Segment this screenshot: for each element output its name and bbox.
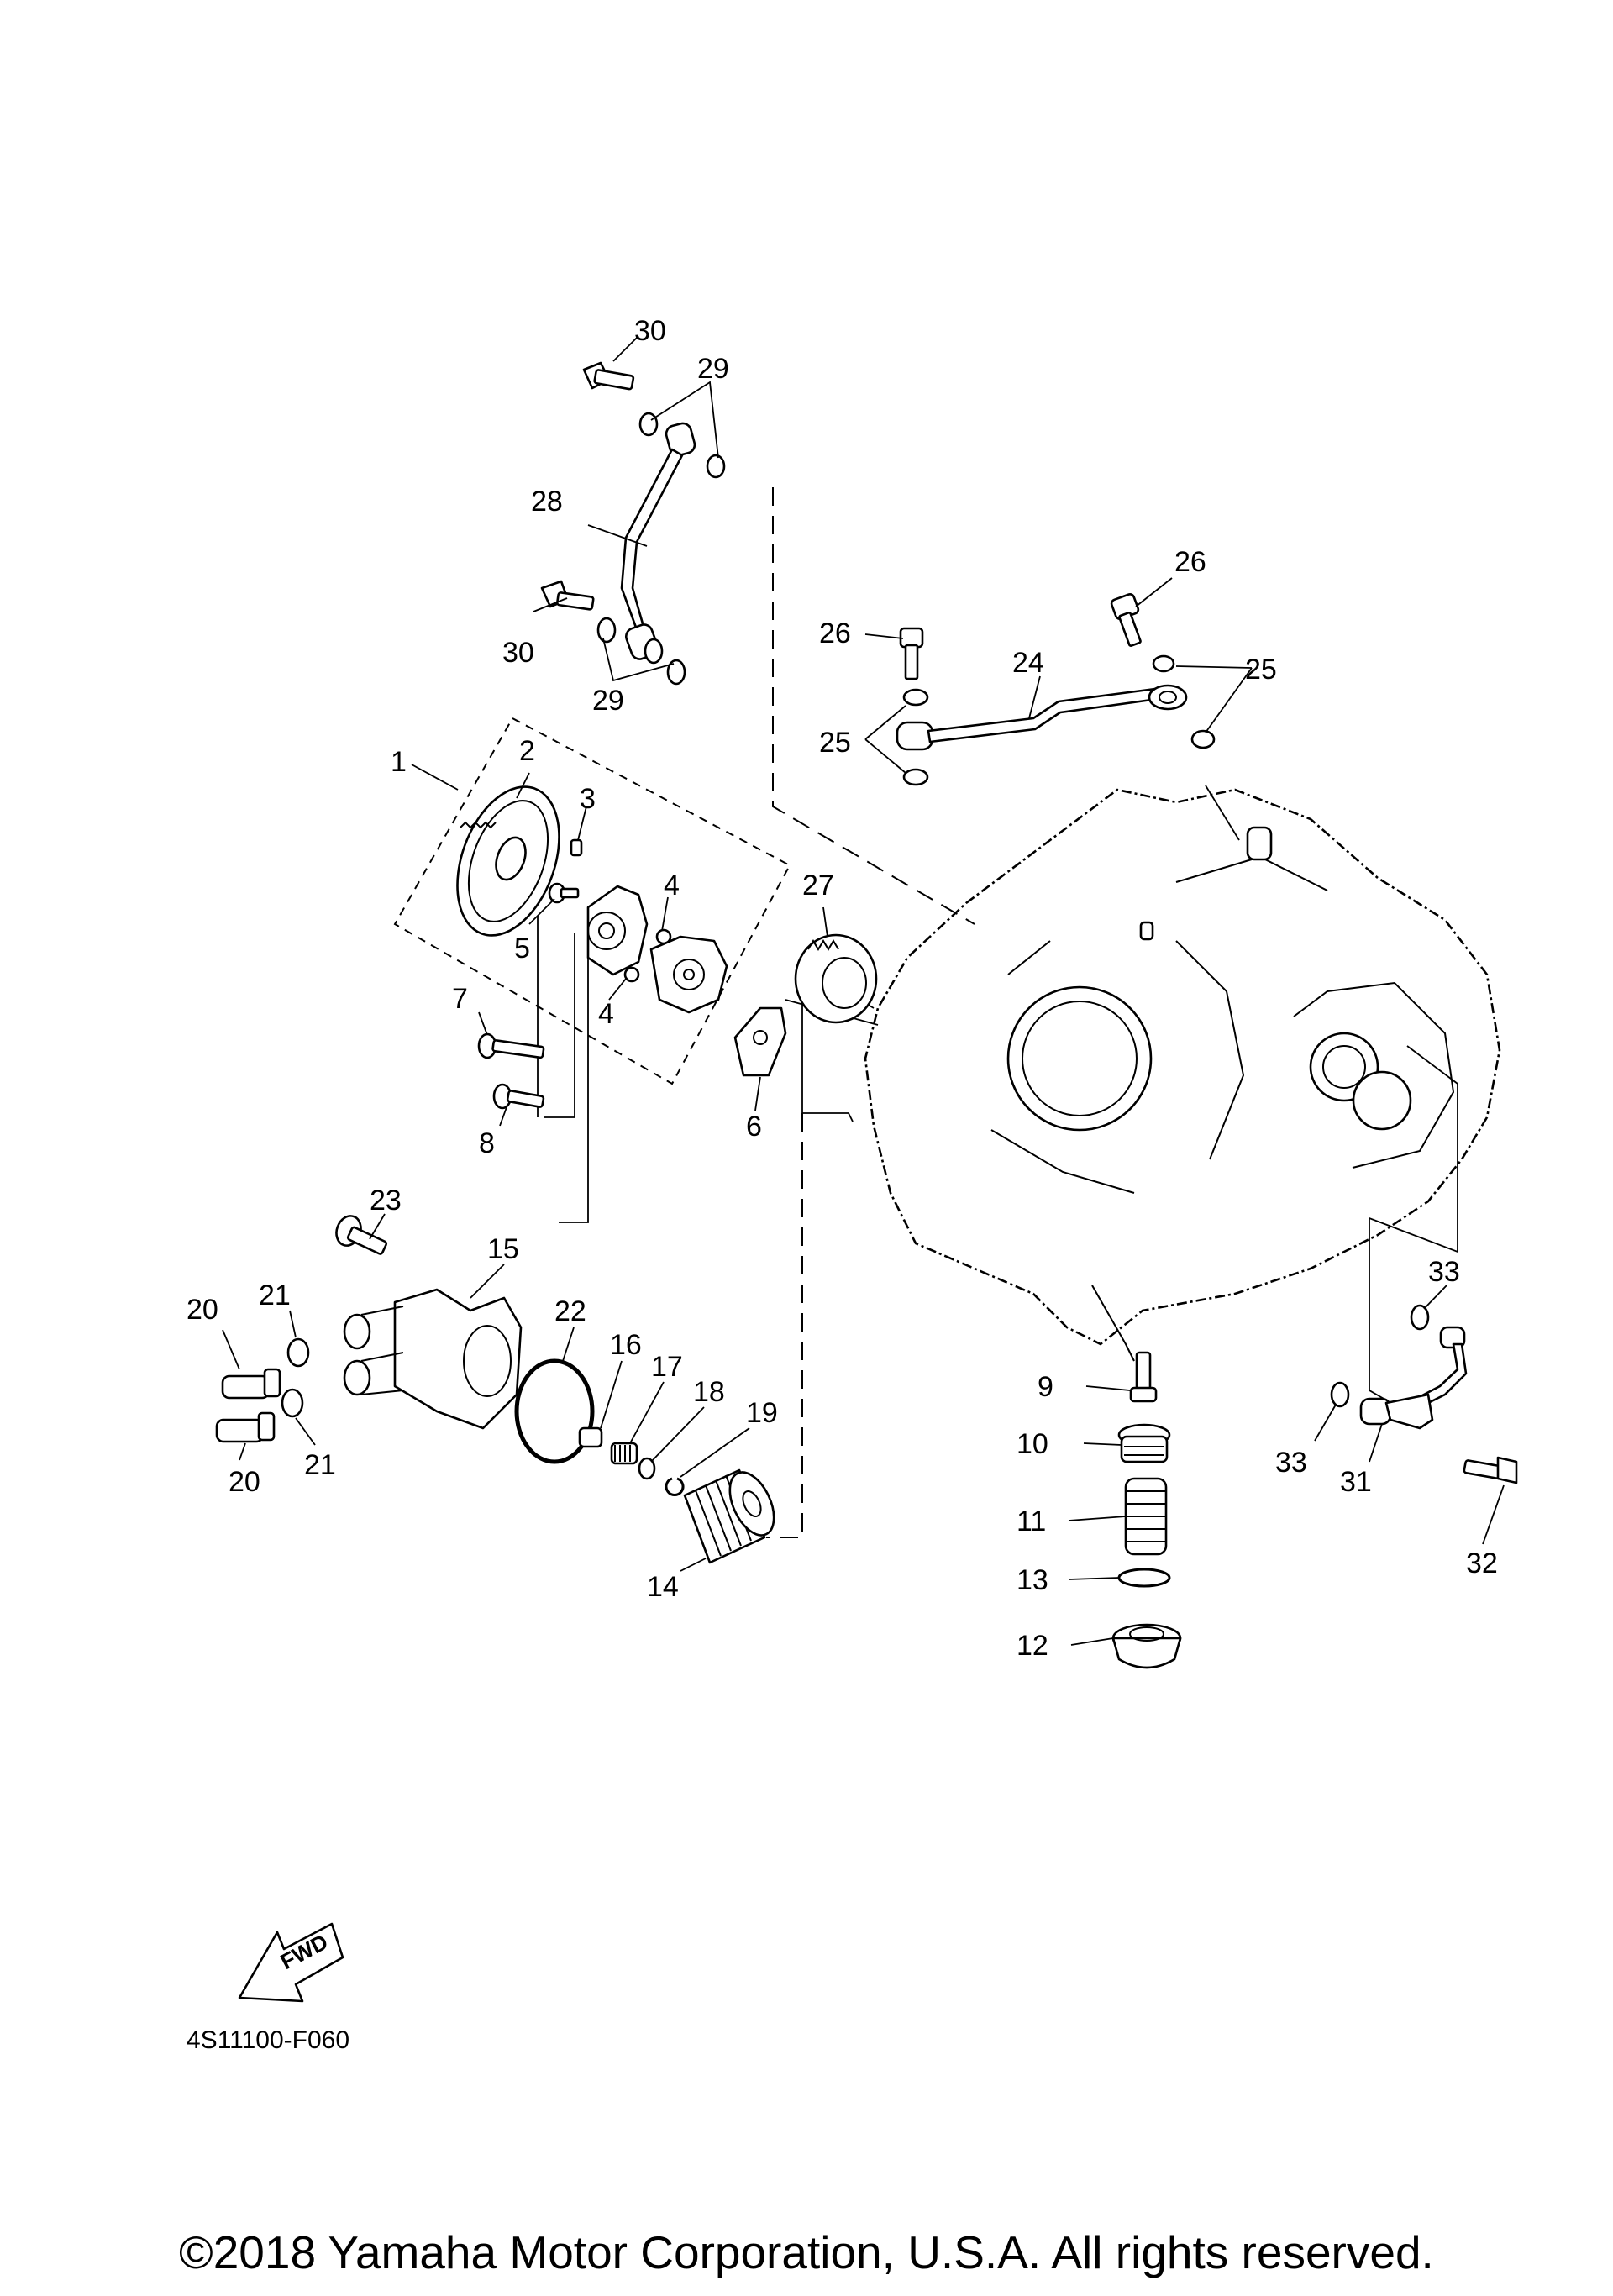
- part-20-hose-nipple-1: [221, 1368, 281, 1400]
- callout-15: 15: [487, 1233, 519, 1265]
- part-33-washer-2: [1330, 1381, 1350, 1408]
- part-25-washer-4: [1190, 729, 1216, 749]
- part-15-filter-housing: [343, 1288, 523, 1430]
- part-29-washer-4: [666, 659, 686, 686]
- part-18-washer: [638, 1457, 656, 1480]
- part-32-bolt: [1463, 1456, 1518, 1484]
- callout-14: 14: [647, 1571, 679, 1603]
- callout-28: 28: [531, 486, 563, 518]
- callout-3: 3: [580, 783, 596, 815]
- callout-29-lower: 29: [592, 685, 624, 717]
- part-20-hose-nipple-2: [215, 1411, 276, 1443]
- callout-7: 7: [452, 983, 468, 1015]
- assembly-guide-lines: [537, 487, 1458, 1538]
- callout-5: 5: [514, 933, 530, 964]
- part-31-oil-pipe: [1359, 1326, 1468, 1430]
- callout-26-right: 26: [1174, 546, 1206, 578]
- part-23-bolt: [335, 1215, 388, 1255]
- part-33-washer-1: [1410, 1304, 1430, 1331]
- part-30-bolt-top: [582, 361, 635, 391]
- oil-pump-housing: [586, 885, 649, 976]
- callout-20-lower: 20: [229, 1466, 260, 1498]
- callout-25-left: 25: [819, 727, 851, 759]
- callout-1: 1: [391, 746, 407, 778]
- callout-21-upper: 21: [259, 1279, 291, 1311]
- part-30-bolt-lower: [540, 580, 595, 611]
- part-26-bolt-right: [1110, 593, 1142, 647]
- callout-labels: 30 29 28 30 29 26 26 24 25 25 1 2 3 4 5 …: [187, 315, 1498, 1662]
- part-19-circlip: [665, 1477, 685, 1497]
- callout-30-lower: 30: [502, 637, 534, 669]
- callout-16: 16: [610, 1329, 642, 1361]
- callout-29-top: 29: [697, 353, 729, 385]
- part-29-washer-2: [706, 454, 726, 479]
- part-11-spring: [1124, 1477, 1168, 1556]
- part-10-drain-plug: [1117, 1423, 1171, 1463]
- part-22-o-ring: [514, 1358, 595, 1464]
- part-14-oil-filter: [683, 1468, 775, 1564]
- part-2-oil-pump-gear: [456, 785, 560, 937]
- callout-4-lower: 4: [598, 998, 614, 1030]
- part-5-screw: [548, 882, 580, 904]
- callout-20-upper: 20: [187, 1294, 218, 1326]
- callout-19: 19: [746, 1397, 778, 1429]
- part-25-washer-1: [902, 688, 929, 707]
- part-27-drive-gear: [794, 933, 878, 1024]
- callout-31: 31: [1340, 1466, 1372, 1498]
- part-21-washer-1: [286, 1337, 310, 1368]
- callout-6: 6: [746, 1111, 762, 1143]
- callout-27: 27: [802, 870, 834, 901]
- callout-23: 23: [370, 1185, 402, 1216]
- part-12-strainer-cover: [1111, 1623, 1182, 1669]
- callout-13: 13: [1017, 1564, 1048, 1596]
- part-26-bolt-left: [899, 627, 924, 680]
- part-4-dowel-pin-2: [623, 966, 640, 983]
- part-28-oil-delivery-pipe: [620, 422, 696, 665]
- part-8-screw: [492, 1083, 545, 1110]
- callout-21-lower: 21: [304, 1449, 336, 1481]
- callout-8: 8: [479, 1127, 495, 1159]
- callout-22: 22: [554, 1295, 586, 1327]
- callout-25-right: 25: [1245, 654, 1277, 686]
- callout-4-upper: 4: [664, 870, 680, 901]
- callout-32: 32: [1466, 1547, 1498, 1579]
- part-9-bolt: [1129, 1351, 1158, 1403]
- callout-18: 18: [693, 1376, 725, 1408]
- part-24-oil-pipe: [896, 684, 1188, 751]
- callout-9: 9: [1038, 1371, 1053, 1403]
- callout-24: 24: [1012, 647, 1044, 679]
- callout-2: 2: [519, 735, 535, 767]
- fwd-direction-icon: FWD: [238, 1922, 344, 2003]
- part-21-washer-2: [281, 1388, 304, 1418]
- callout-26-left: 26: [819, 617, 851, 649]
- part-25-washer-3: [1152, 654, 1175, 673]
- part-13-o-ring: [1117, 1568, 1171, 1588]
- part-29-washer-1: [638, 412, 659, 437]
- callout-17: 17: [651, 1351, 683, 1383]
- callout-30-top: 30: [634, 315, 666, 347]
- callout-11: 11: [1017, 1505, 1046, 1537]
- part-6-gasket-plate: [733, 1006, 787, 1077]
- part-16-collar: [578, 1426, 603, 1448]
- callout-33-lower: 33: [1275, 1447, 1307, 1479]
- callout-33-upper: 33: [1428, 1256, 1460, 1288]
- part-17-spring: [610, 1442, 638, 1465]
- oil-pump-rotor-cover: [649, 935, 728, 1014]
- diagram-code: 4S11100-F060: [187, 2026, 349, 2054]
- oil-pump-assembly-box: [393, 717, 791, 1085]
- part-3-pin: [570, 838, 583, 857]
- callout-12: 12: [1017, 1630, 1048, 1662]
- part-7-screw: [477, 1032, 545, 1059]
- crankcase: [864, 788, 1501, 1362]
- part-25-washer-2: [902, 768, 929, 786]
- part-29-washer-3: [596, 617, 617, 644]
- callout-10: 10: [1017, 1428, 1048, 1460]
- callout-leaders: [222, 335, 1505, 1646]
- copyright-notice: ©2018 Yamaha Motor Corporation, U.S.A. A…: [179, 2226, 1434, 2278]
